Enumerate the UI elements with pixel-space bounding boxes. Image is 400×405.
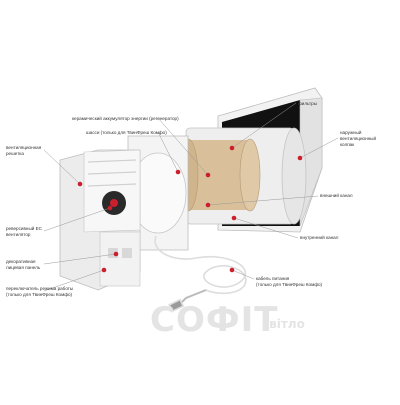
label-mode-switch-1: переключатель режима работы: [6, 286, 74, 291]
label-mode-switch-2: (только для ТвинФреш Комфо): [6, 292, 73, 297]
label-outer-hood-2: вентиляционный: [340, 136, 377, 141]
label-ec-fan-2: вентилятор: [6, 232, 31, 237]
label-ec-fan-1: реверсивный ЕС: [6, 226, 42, 231]
label-chassis: шасси (только для ТвинФреш Комфо): [86, 130, 167, 135]
label-outer-hood-3: колпак: [340, 142, 355, 147]
label-power-cable-2: (только для ТвинФреш Комфо): [256, 282, 323, 287]
label-inner-channel: внутренний канал: [300, 235, 339, 240]
leader-lines: [43, 102, 339, 292]
label-vent-grille-1: вентиляционная: [6, 145, 42, 150]
chassis-plate: [127, 135, 189, 251]
label-power-cable-1: кабель питания: [256, 276, 290, 281]
watermark-brand: СОФІТ: [150, 300, 279, 340]
ventilation-channel: [177, 127, 307, 225]
label-filters: фильтры: [298, 101, 318, 106]
label-ceramic-regenerator: керамический аккумулятор энергии (регене…: [72, 116, 179, 121]
power-cable: [154, 235, 247, 313]
front-panel: [59, 149, 141, 291]
label-outer-channel: внешний канал: [320, 193, 353, 198]
callout-markers: [77, 145, 303, 273]
label-front-panel-1: декоративная: [6, 259, 36, 264]
label-front-panel-2: лицевая панель: [6, 265, 41, 270]
watermark-sub: світло: [262, 317, 305, 331]
label-outer-hood-1: наружный: [340, 130, 362, 135]
label-vent-grille-2: решетка: [6, 151, 24, 156]
